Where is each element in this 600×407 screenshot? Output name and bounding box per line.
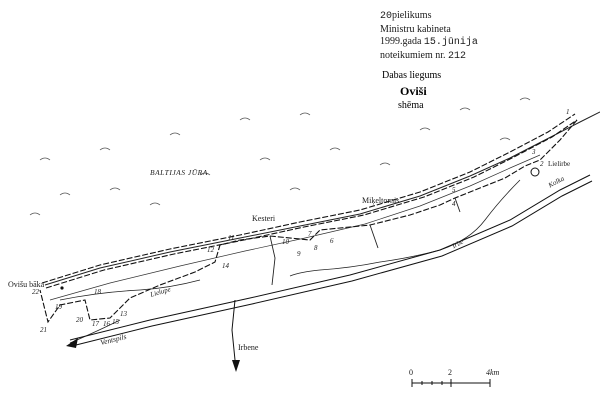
- point-9: 9: [297, 250, 301, 258]
- label-ovisu-baka: Ovišu bāka: [8, 280, 45, 289]
- ventspils-arrow: [66, 338, 78, 348]
- point-3: 3: [532, 148, 536, 156]
- point-5: 5: [452, 186, 456, 194]
- point-8: 8: [314, 244, 318, 252]
- doc-type: shēma: [398, 100, 424, 111]
- date-value: 15.jūnija: [423, 37, 478, 48]
- appendix-line: 20pielikums: [360, 10, 510, 24]
- label-irbene: Irbene: [238, 343, 259, 352]
- reserve-name: Oviši: [400, 84, 427, 98]
- irbene-arrow: [232, 360, 240, 372]
- point-11: 11: [228, 234, 235, 242]
- reserve-type: Dabas liegums: [382, 70, 442, 81]
- label-sea: BALTIJAS JŪRA: [150, 168, 208, 177]
- point-19: 19: [55, 303, 62, 311]
- date-line: 1999.gada 15.jūnija: [360, 36, 510, 50]
- date-prefix: 1999.gada: [380, 36, 422, 47]
- scale-tick-0: 0: [409, 368, 413, 377]
- point-16: 16: [103, 320, 110, 328]
- point-4: 4: [452, 200, 456, 208]
- point-17: 17: [92, 320, 99, 328]
- scale-tick-4: 4km: [486, 368, 499, 377]
- point-6: 6: [330, 237, 334, 245]
- scale-tick-4-value: 4: [486, 368, 490, 377]
- sea-wave-marks: [29, 97, 531, 216]
- point-10: 10: [282, 238, 289, 246]
- point-15: 15: [112, 318, 119, 326]
- scale-bar: [411, 379, 491, 387]
- roads: [69, 174, 593, 371]
- label-lielirbe: Lielirbe: [548, 160, 571, 168]
- section-lines: [269, 197, 461, 286]
- appendix-number: 20: [380, 11, 393, 22]
- point-14: 14: [222, 262, 229, 270]
- dune-line: [49, 154, 541, 301]
- appendix-suffix: pielikums: [392, 10, 432, 21]
- label-mikeltornis: Miķeltornis: [362, 196, 400, 205]
- point-21: 21: [40, 326, 47, 334]
- scale-tick-2: 2: [448, 368, 452, 377]
- scale-unit: km: [490, 368, 500, 377]
- point-20: 20: [76, 316, 83, 324]
- lighthouse-marker: [60, 286, 64, 290]
- regulation-number: 212: [448, 50, 467, 62]
- point-2: 2: [540, 160, 544, 168]
- cabinet-line: Ministru kabineta: [380, 23, 451, 35]
- label-kesteri: Kesteri: [252, 214, 276, 223]
- point-7: 7: [308, 230, 312, 238]
- point-13: 13: [120, 310, 127, 318]
- point-22: 22: [32, 288, 39, 296]
- point-1: 1: [566, 108, 570, 116]
- point-18: 18: [94, 288, 101, 296]
- appendix-header: 20pielikums Ministru kabineta 1999.gada …: [360, 10, 510, 63]
- point-12: 12: [207, 246, 214, 254]
- kolka-marker: [530, 167, 540, 177]
- regulation-line: noteikumiem nr. 212: [360, 50, 510, 64]
- regulation-prefix: noteikumiem nr.: [380, 49, 446, 61]
